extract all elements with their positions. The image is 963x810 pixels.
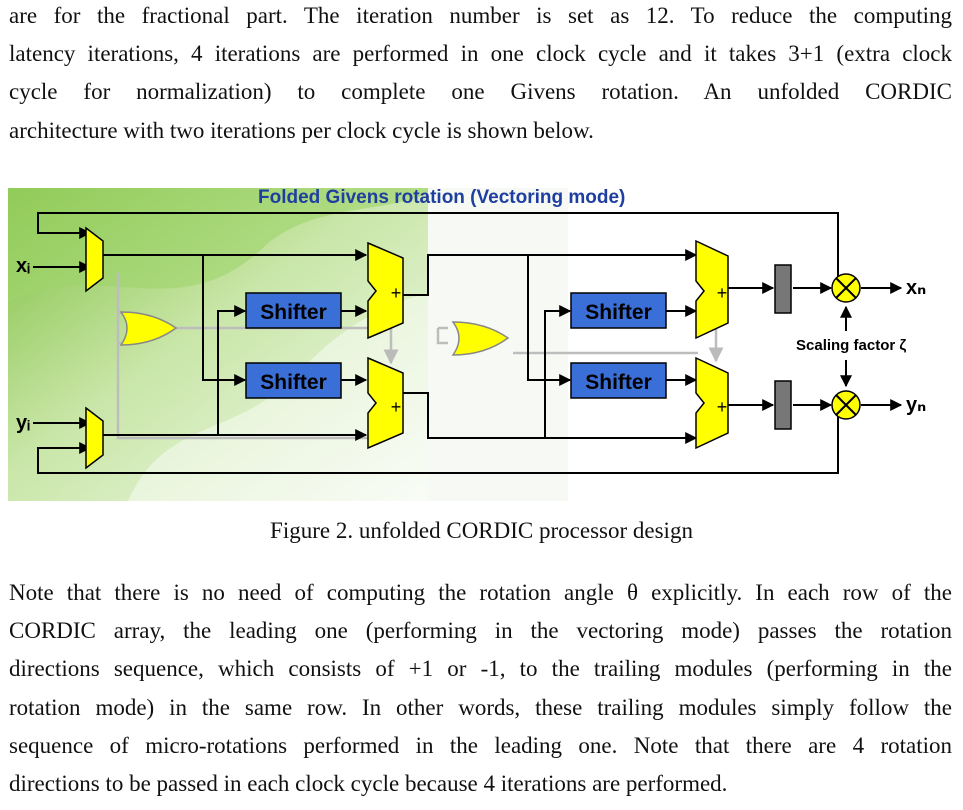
- svg-text:+: +: [391, 397, 402, 417]
- output-y-label: yₙ: [906, 394, 926, 416]
- shifter-block: Shifter: [245, 292, 342, 329]
- multiplier-icon: [831, 273, 861, 303]
- svg-text:+: +: [391, 283, 402, 303]
- svg-text:+: +: [717, 283, 728, 303]
- register: [774, 380, 792, 430]
- or-gate-2: [451, 321, 510, 356]
- cordic-diagram: Folded Givens rotation (Vectoring mode): [8, 187, 926, 501]
- text-line: architecture with two iterations per clo…: [9, 117, 594, 143]
- input-mux-x: [85, 226, 104, 293]
- text-line: sequence of micro-rotations performed in…: [9, 732, 952, 758]
- input-y-label: yᵢ: [16, 412, 30, 434]
- svg-text:Shifter: Shifter: [260, 371, 327, 394]
- text-line: directions to be passed in each clock cy…: [9, 771, 728, 797]
- shifter-block: Shifter: [570, 292, 667, 329]
- svg-text:+: +: [717, 397, 728, 417]
- svg-text:Shifter: Shifter: [260, 301, 327, 324]
- text-line: CORDIC array, the leading one (performin…: [9, 618, 952, 644]
- paragraph-top: are for the fractional part. The iterati…: [9, 0, 952, 150]
- text-line: cycle for normalization) to complete one…: [9, 79, 952, 105]
- text-line: Note that there is no need of computing …: [9, 580, 952, 605]
- register: [774, 264, 792, 314]
- text-line: rotation mode) in the same row. In other…: [9, 694, 952, 720]
- input-x-label: xᵢ: [16, 255, 30, 277]
- adder-block: +: [695, 356, 729, 450]
- figure-caption: Figure 2. unfolded CORDIC processor desi…: [270, 518, 693, 543]
- or-gate-1: [119, 311, 178, 346]
- scaling-factor-label: Scaling factor ζ: [796, 337, 906, 354]
- svg-text:Shifter: Shifter: [585, 371, 652, 394]
- multiplier-icon: [831, 390, 861, 420]
- shifter-block: Shifter: [245, 362, 342, 399]
- diagram-title: Folded Givens rotation (Vectoring mode): [258, 187, 625, 208]
- adder-block: +: [367, 241, 404, 340]
- input-mux-y: [85, 406, 104, 470]
- svg-text:Shifter: Shifter: [585, 301, 652, 324]
- text-line: latency iterations, 4 iterations are per…: [9, 41, 952, 67]
- adder-block: +: [695, 239, 729, 340]
- output-x-label: xₙ: [906, 277, 926, 299]
- paragraph-bottom: Note that there is no need of computing …: [9, 574, 952, 803]
- text-line: are for the fractional part. The iterati…: [9, 3, 952, 28]
- adder-block: +: [367, 356, 404, 450]
- shifter-block: Shifter: [570, 362, 667, 399]
- text-line: directions sequence, which consists of +…: [9, 656, 952, 682]
